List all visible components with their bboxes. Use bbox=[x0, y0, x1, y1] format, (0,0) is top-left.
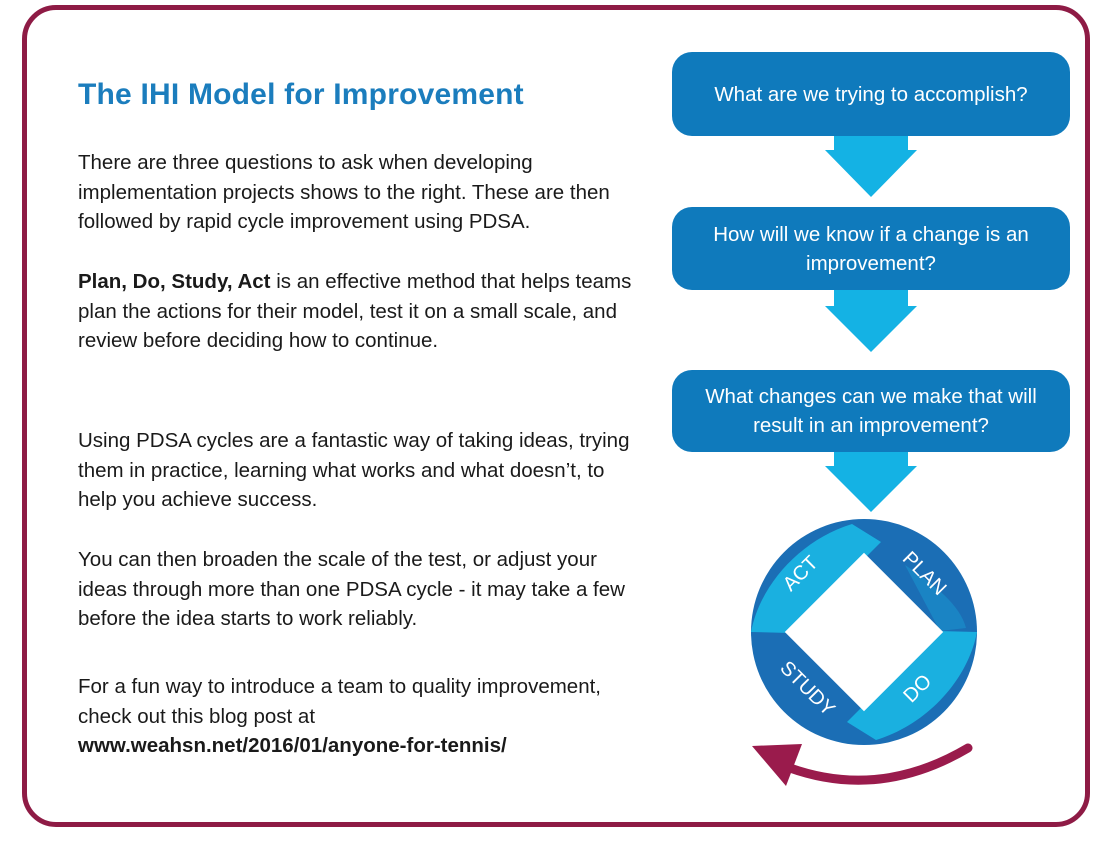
pdsa-term: Plan, Do, Study, Act bbox=[78, 270, 271, 293]
question-box-accomplish: What are we trying to accomplish? bbox=[672, 52, 1070, 136]
down-arrow-3 bbox=[825, 452, 917, 512]
page-title: The IHI Model for Improvement bbox=[78, 78, 524, 111]
blog-intro-text: For a fun way to introduce a team to qua… bbox=[78, 675, 602, 728]
cycles-paragraph: Using PDSA cycles are a fantastic way of… bbox=[78, 429, 630, 511]
cycle-center bbox=[784, 552, 944, 712]
down-arrow-1 bbox=[825, 136, 917, 197]
act-segment bbox=[751, 524, 881, 633]
return-arrow-curve bbox=[785, 743, 973, 785]
do-segment bbox=[847, 631, 977, 740]
question-box-measure: How will we know if a change is an impro… bbox=[672, 207, 1070, 290]
scale-paragraph: You can then broaden the scale of the te… bbox=[78, 548, 625, 630]
pdsa-cycle: ACT PLAN STUDY DO bbox=[751, 519, 977, 745]
card-frame bbox=[22, 5, 1090, 827]
intro-paragraph: There are three questions to ask when de… bbox=[78, 151, 610, 233]
question-box-change: What changes can we make that will resul… bbox=[672, 370, 1070, 452]
return-arrow-head bbox=[752, 744, 802, 786]
plan-segment-edge bbox=[905, 565, 966, 631]
down-arrow-2 bbox=[825, 290, 917, 352]
pdsa-paragraph: Plan, Do, Study, Act is an effective met… bbox=[78, 267, 638, 356]
blog-paragraph: For a fun way to introduce a team to qua… bbox=[78, 672, 638, 761]
blog-link[interactable]: www.weahsn.net/2016/01/anyone-for-tennis… bbox=[78, 734, 507, 757]
pdsa-description: is an effective method that helps teams … bbox=[78, 270, 632, 352]
